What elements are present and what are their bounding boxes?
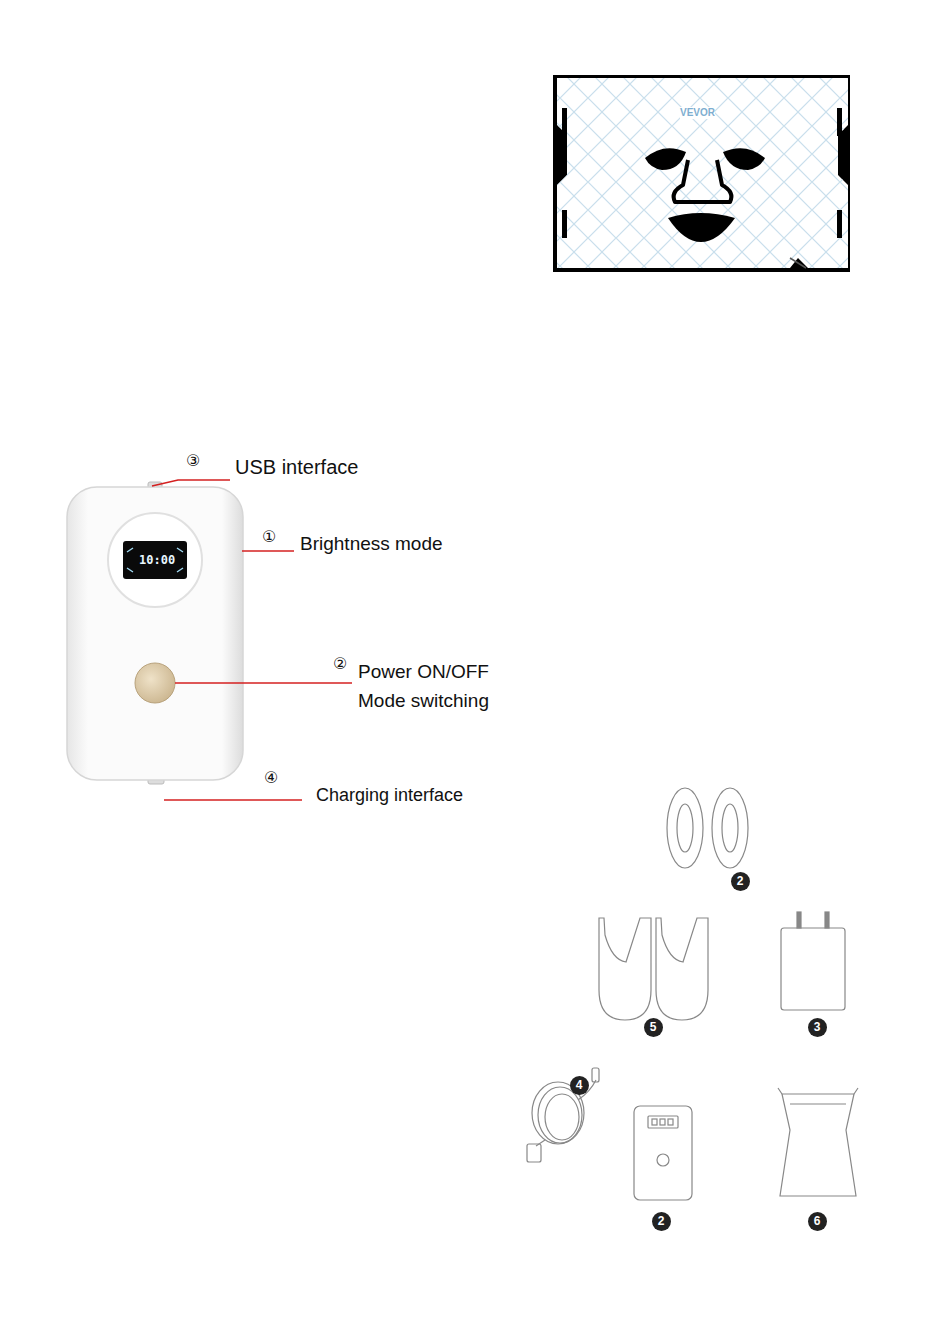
callout-circle: 6 bbox=[808, 1212, 827, 1231]
leader-lines bbox=[152, 480, 352, 800]
callout-circle: 5 bbox=[644, 1018, 663, 1037]
accessories bbox=[527, 788, 858, 1200]
controller-figure bbox=[67, 482, 243, 784]
callout-number: 2 bbox=[737, 875, 744, 887]
callout-circle: 4 bbox=[570, 1076, 589, 1095]
callout-circle: 2 bbox=[652, 1212, 671, 1231]
callout-number: 4 bbox=[576, 1079, 583, 1091]
callout-number: 6 bbox=[814, 1215, 821, 1227]
mask-figure bbox=[553, 75, 850, 272]
part-label: Charging interface bbox=[316, 785, 463, 807]
callout-number: ② bbox=[333, 654, 347, 673]
part-label: USB interface bbox=[235, 455, 358, 479]
callout-number: ① bbox=[262, 527, 276, 546]
callout-number: 5 bbox=[650, 1021, 657, 1033]
callout-number: 3 bbox=[814, 1021, 821, 1033]
brand-mark: VEVOR bbox=[680, 107, 715, 119]
callout-number: ③ bbox=[186, 451, 200, 470]
callout-number: ④ bbox=[264, 768, 278, 787]
callout-circle: 3 bbox=[808, 1018, 827, 1037]
display-readout: 10:00 bbox=[139, 553, 175, 567]
part-label: Power ON/OFF Mode switching bbox=[358, 657, 508, 716]
callout-circle: 2 bbox=[731, 872, 750, 891]
callout-number: 2 bbox=[658, 1215, 665, 1227]
part-label: Brightness mode bbox=[300, 533, 443, 556]
